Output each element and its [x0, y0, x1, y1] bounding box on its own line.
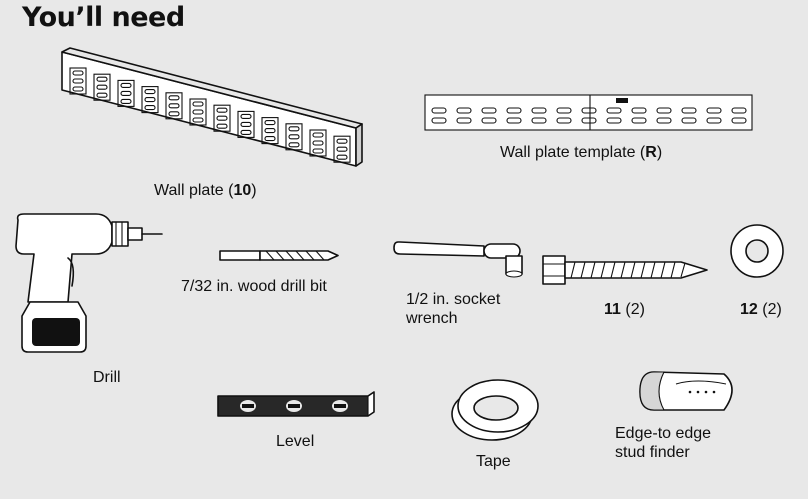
level-icon	[217, 391, 375, 417]
socket-wrench-icon	[393, 241, 523, 278]
wall-plate-template-name: Wall plate template	[500, 144, 636, 161]
drill-icon	[15, 213, 163, 353]
drill-label: Drill	[93, 369, 121, 386]
washer-label: 12 (2)	[740, 300, 782, 319]
socket-wrench-label-line1: 1/2 in. socket	[406, 291, 501, 308]
tape-label: Tape	[476, 453, 511, 470]
section-heading: You’ll need	[22, 2, 185, 33]
stud-finder-label-line1: Edge-to edge	[615, 425, 712, 442]
lag-bolt-qty: (2)	[625, 301, 645, 318]
socket-wrench-label: 1/2 in. socket wrench	[406, 290, 500, 328]
drill-bit-icon	[219, 250, 339, 261]
wall-plate-ref: 10	[233, 182, 252, 199]
wall-plate-template-illustration	[424, 94, 753, 131]
lag-bolt-icon	[542, 255, 708, 285]
wall-plate-illustration	[61, 47, 363, 167]
wall-plate-template-label: Wall plate template (R)	[500, 144, 663, 161]
wall-plate-name: Wall plate	[154, 182, 224, 199]
lag-bolt-label: 11 (2)	[604, 300, 645, 319]
stud-finder-label-line2: stud finder	[615, 444, 690, 461]
level-label: Level	[276, 433, 315, 450]
stud-finder-label: Edge-to edge stud finder	[615, 424, 711, 462]
washer-qty: (2)	[762, 301, 782, 318]
lag-bolt-ref: 11	[604, 301, 621, 318]
washer-ref: 12	[740, 301, 758, 318]
socket-wrench-label-line2: wrench	[406, 310, 458, 327]
tape-icon	[451, 379, 539, 441]
washer-icon	[730, 224, 784, 278]
wall-plate-template-ref: R	[645, 144, 657, 161]
wall-plate-label: Wall plate (10)	[154, 182, 257, 199]
drill-bit-label: 7/32 in. wood drill bit	[181, 278, 327, 295]
stud-finder-icon	[639, 371, 733, 411]
